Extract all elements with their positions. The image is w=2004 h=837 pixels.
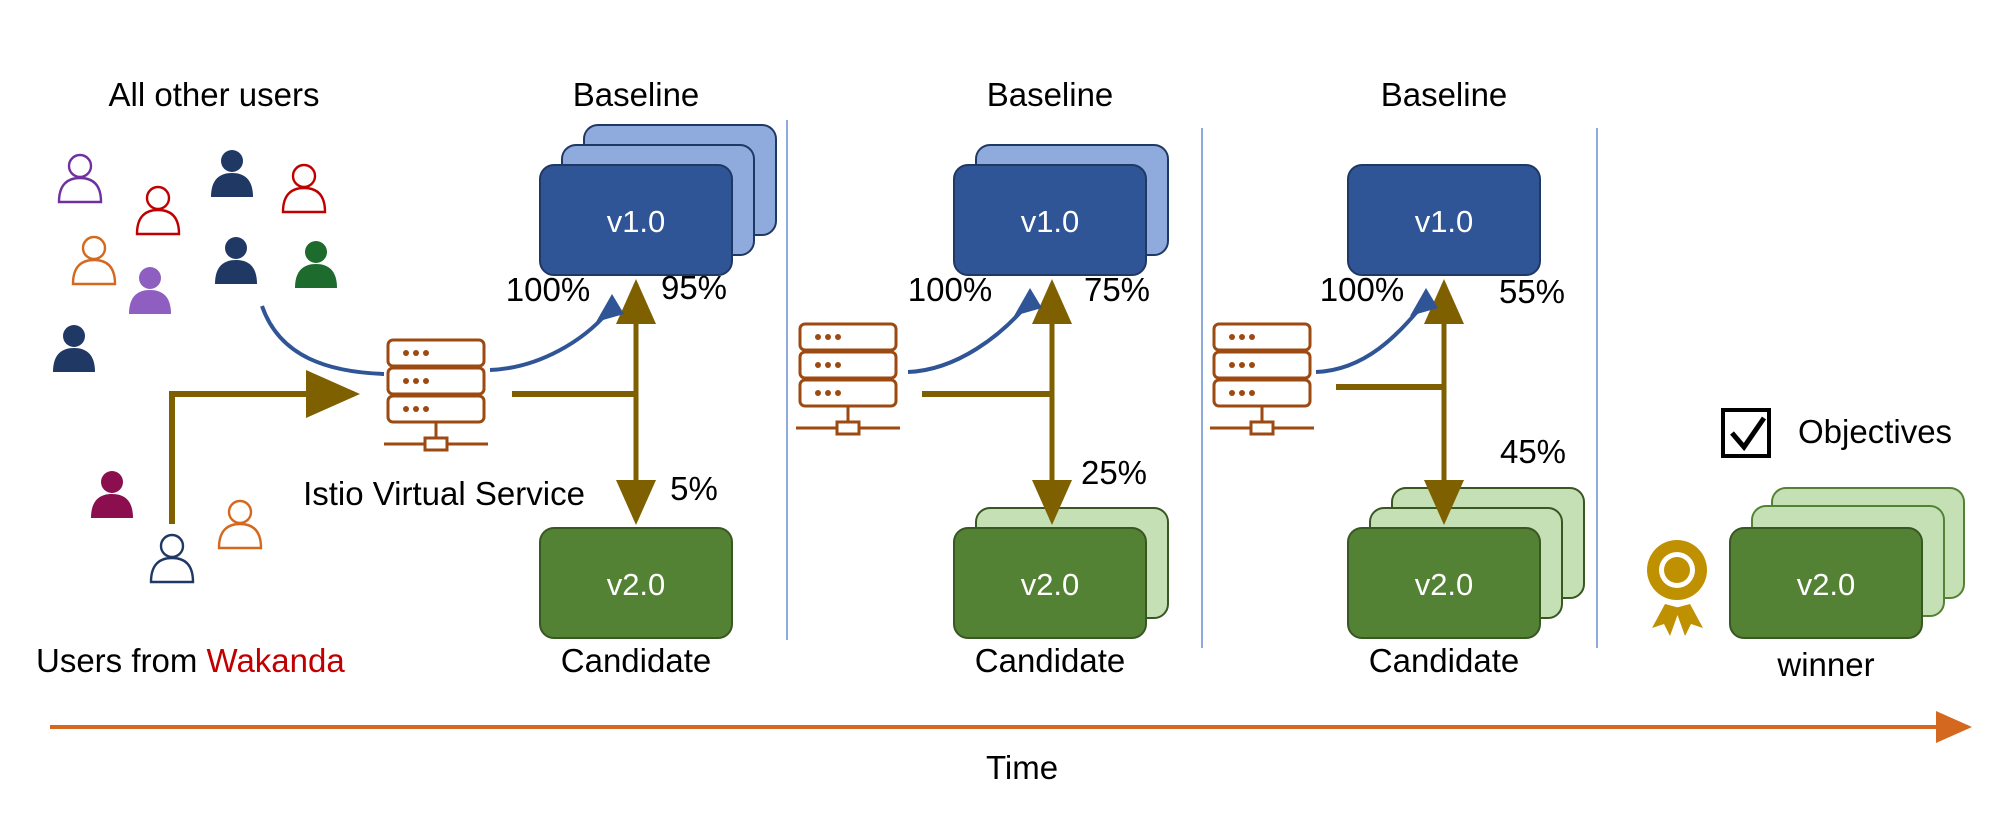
- all-users-percent: 100%: [1320, 271, 1404, 308]
- candidate-title: Candidate: [561, 642, 711, 679]
- all-users-route-curve: [489, 310, 610, 372]
- candidate-version-label: v2.0: [607, 567, 666, 602]
- baseline-percent: 55%: [1499, 273, 1565, 310]
- all-users-route-curve: [1315, 304, 1424, 374]
- winner-candidate-stack: v2.0: [1729, 487, 1965, 639]
- winner-label: winner: [1776, 646, 1874, 683]
- user-icon: [57, 153, 103, 204]
- candidate-version-label: v2.0: [1021, 567, 1080, 602]
- baseline-box: [953, 164, 1147, 276]
- user-icon: [217, 499, 263, 550]
- wakanda-users: [91, 471, 263, 584]
- baseline-title: Baseline: [1381, 76, 1508, 113]
- baseline-box: [539, 164, 733, 276]
- baseline-version-label: v1.0: [1415, 204, 1474, 239]
- time-axis-label: Time: [986, 749, 1058, 786]
- user-icon: [53, 325, 95, 372]
- user-icon: [211, 150, 253, 197]
- objectives-label: Objectives: [1798, 413, 1952, 450]
- baseline-percent: 95%: [661, 269, 727, 306]
- candidate-box: [953, 527, 1147, 639]
- objectives-checkbox: [1721, 408, 1771, 458]
- user-icon: [149, 533, 195, 584]
- all-users-percent: 100%: [506, 271, 590, 308]
- user-icon: [215, 237, 257, 284]
- user-icon: [91, 471, 133, 518]
- router-server-icon: [794, 322, 902, 436]
- user-icon: [281, 163, 327, 214]
- all-other-users-label: All other users: [109, 76, 320, 113]
- crowd-route-curve: [260, 305, 385, 376]
- all-users-route-arrowhead: [596, 294, 624, 322]
- user-icon: [71, 235, 117, 286]
- candidate-box: [539, 527, 733, 639]
- istio-label: Istio Virtual Service: [303, 475, 585, 512]
- candidate-percent: 5%: [670, 470, 718, 507]
- router-server-icon: [1208, 322, 1316, 436]
- baseline-title: Baseline: [573, 76, 700, 113]
- stages-layer: BaselineCandidatev1.0v2.0100%95%5%Baseli…: [382, 76, 1585, 679]
- candidate-title: Candidate: [975, 642, 1125, 679]
- award-badge-icon: [1647, 540, 1707, 636]
- all-users-percent: 100%: [908, 271, 992, 308]
- candidate-percent: 25%: [1081, 454, 1147, 491]
- baseline-percent: 75%: [1084, 271, 1150, 308]
- candidate-box: [1347, 527, 1541, 639]
- user-icon: [135, 185, 181, 236]
- baseline-box: [1347, 164, 1541, 276]
- user-icon: [295, 241, 337, 288]
- user-crowd: [53, 150, 337, 372]
- wakanda-route-arrow: [169, 370, 360, 524]
- wakanda-label: Wakanda: [207, 642, 346, 679]
- all-users-route-arrowhead: [1410, 288, 1438, 316]
- all-users-route-arrowhead: [1014, 288, 1042, 316]
- baseline-version-label: v1.0: [1021, 204, 1080, 239]
- candidate-title: Candidate: [1369, 642, 1519, 679]
- winner-version-label: v2.0: [1797, 567, 1856, 602]
- candidate-percent: 45%: [1500, 433, 1566, 470]
- users-from-wakanda-label: Users from Wakanda: [36, 642, 345, 679]
- user-icon: [129, 267, 171, 314]
- all-users-route-curve: [907, 304, 1028, 374]
- baseline-version-label: v1.0: [607, 204, 666, 239]
- router-server-icon: [382, 338, 490, 452]
- candidate-version-label: v2.0: [1415, 567, 1474, 602]
- baseline-title: Baseline: [987, 76, 1114, 113]
